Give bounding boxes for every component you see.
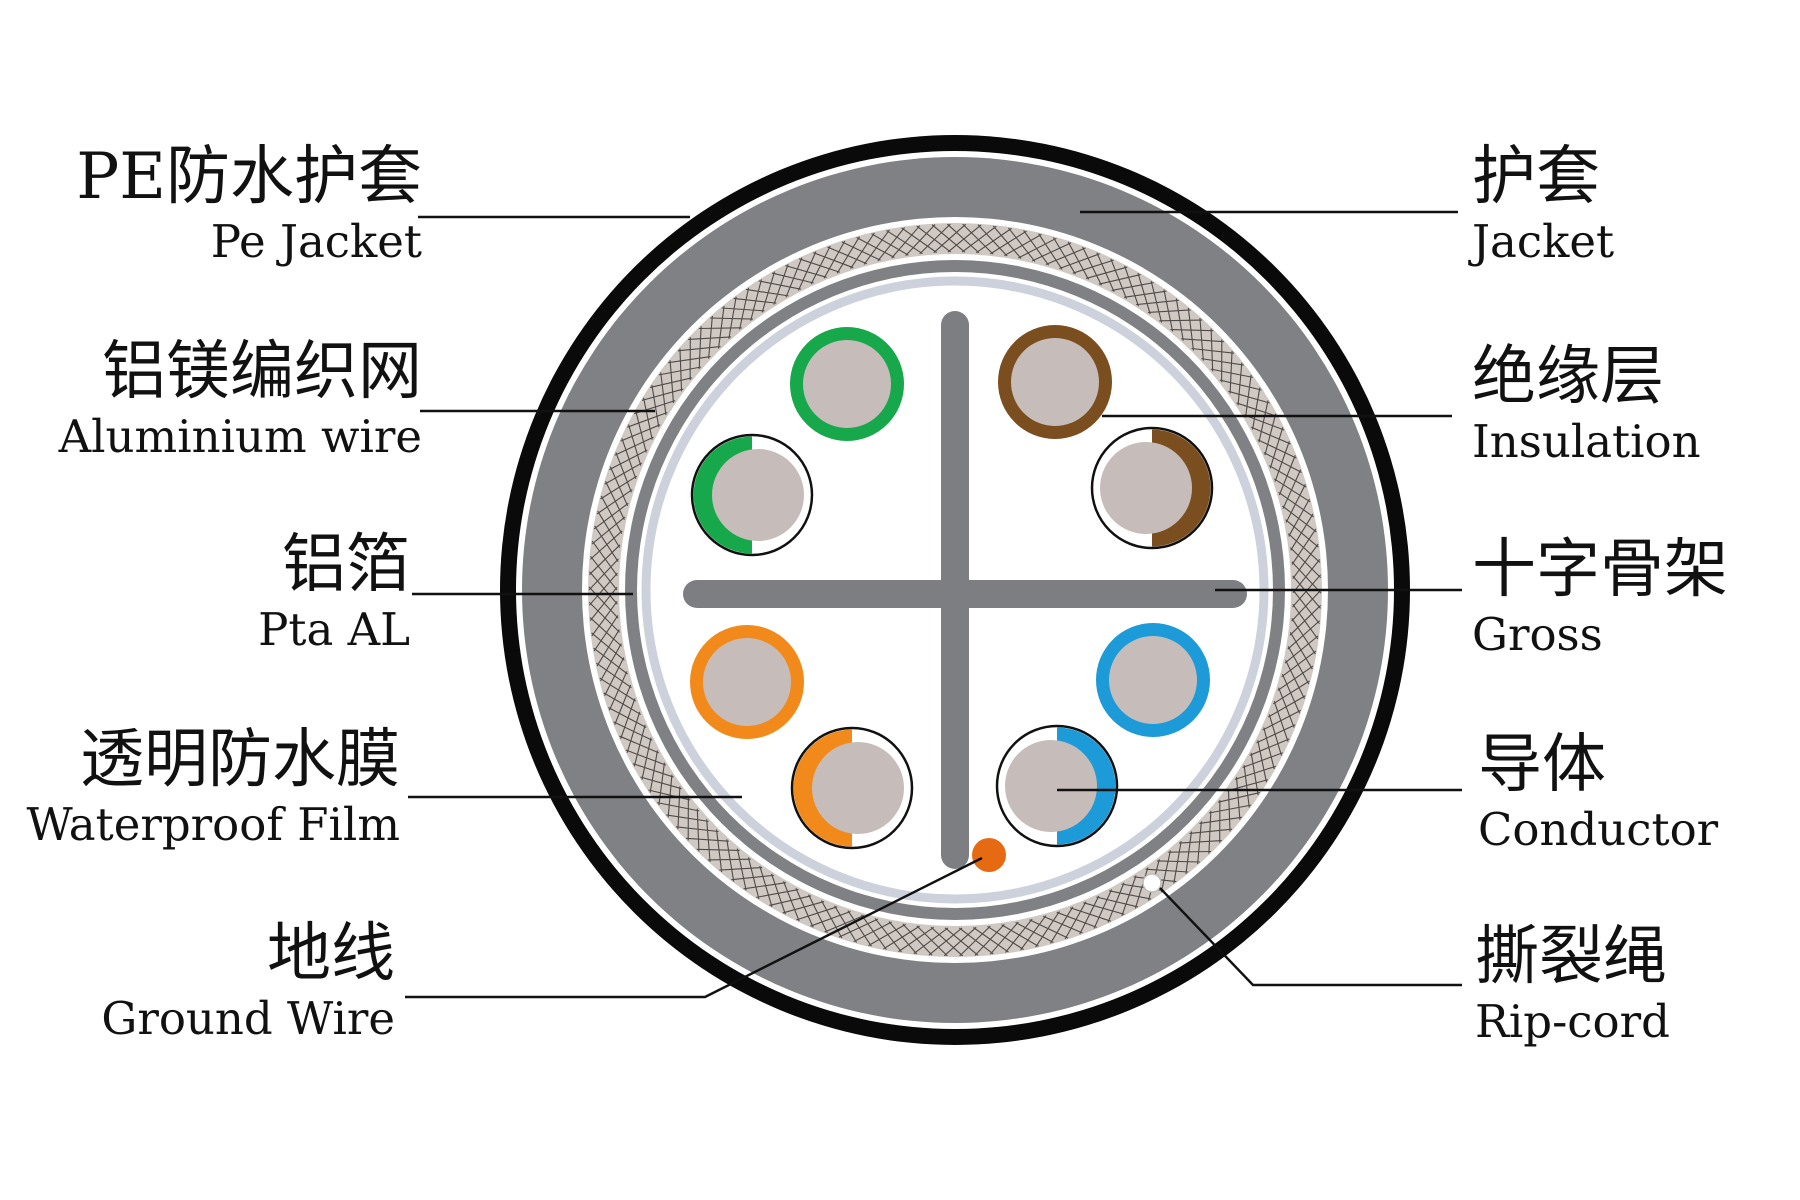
conductor-brown-core <box>1011 338 1099 426</box>
label-aluminium-wire-zh: 铝镁编织网 <box>102 335 422 409</box>
conductor-blue-white-core <box>1005 740 1097 832</box>
label-cross-en: Gross <box>1472 608 1603 661</box>
label-conductor-zh: 导体 <box>1478 728 1606 802</box>
label-jacket-en: Jacket <box>1472 215 1615 268</box>
label-pta-al-en: Pta AL <box>258 603 410 656</box>
conductor-orange-white-core <box>812 742 904 834</box>
label-rip-cord: 撕裂绳 Rip-cord <box>1475 925 1670 1044</box>
label-cross-zh: 十字骨架 <box>1472 533 1728 607</box>
label-insulation: 绝缘层 Insulation <box>1472 345 1701 464</box>
conductor-green-white-core <box>712 449 804 541</box>
label-conductor-en: Conductor <box>1478 803 1719 856</box>
leader-rip-cord <box>1159 887 1462 987</box>
label-ground-wire: 地线 Ground Wire <box>101 922 395 1041</box>
label-pta-al-zh: 铝箔 <box>282 528 410 602</box>
label-cross: 十字骨架 Gross <box>1472 538 1728 657</box>
label-pe-jacket-en: Pe Jacket <box>210 215 422 268</box>
label-conductor: 导体 Conductor <box>1478 733 1718 852</box>
conductor-green-core <box>803 340 891 428</box>
ground-wire <box>972 838 1006 872</box>
rip-cord <box>1142 873 1162 893</box>
label-waterproof-film-zh: 透明防水膜 <box>80 723 400 797</box>
label-waterproof-film-en: Waterproof Film <box>26 798 400 851</box>
label-insulation-en: Insulation <box>1472 415 1701 468</box>
label-rip-cord-en: Rip-cord <box>1475 995 1670 1048</box>
label-pe-jacket-zh: PE防水护套 <box>76 140 422 214</box>
label-aluminium-wire-en: Aluminium wire <box>58 410 422 463</box>
label-aluminium-wire: 铝镁编织网 Aluminium wire <box>59 340 422 459</box>
conductor-brown-white-core <box>1100 442 1192 534</box>
label-jacket-zh: 护套 <box>1472 140 1600 214</box>
conductor-orange-core <box>703 638 791 726</box>
aluminium-braid-mesh <box>588 223 1322 957</box>
label-rip-cord-zh: 撕裂绳 <box>1475 920 1667 994</box>
conductor-blue-core <box>1109 636 1197 724</box>
label-pta-al: 铝箔 Pta AL <box>258 533 410 652</box>
label-ground-wire-zh: 地线 <box>267 917 395 991</box>
label-waterproof-film: 透明防水膜 Waterproof Film <box>26 728 400 847</box>
leader-ground-wire <box>405 856 983 999</box>
label-ground-wire-en: Ground Wire <box>101 992 395 1045</box>
label-jacket: 护套 Jacket <box>1472 145 1614 264</box>
label-pe-jacket: PE防水护套 Pe Jacket <box>76 145 422 264</box>
label-insulation-zh: 绝缘层 <box>1472 340 1664 414</box>
